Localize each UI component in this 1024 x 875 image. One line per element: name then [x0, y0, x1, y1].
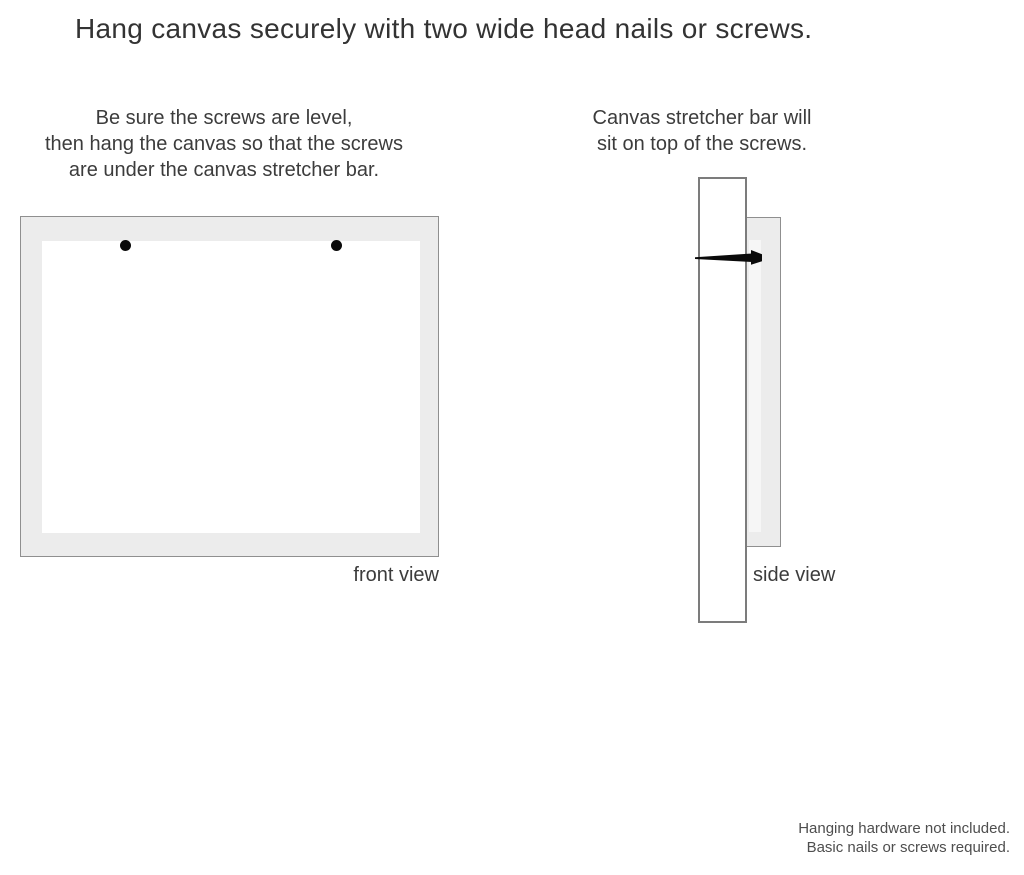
side-view-label: side view	[753, 564, 836, 586]
instruction-line: Canvas stretcher bar will	[592, 107, 812, 129]
footnote-line: Basic nails or screws required.	[806, 839, 1010, 856]
instruction-line: are under the canvas stretcher bar.	[68, 159, 380, 181]
canvas-side-edge	[749, 240, 761, 532]
side-view-instructions: Canvas stretcher bar will sit on top of …	[558, 105, 846, 157]
front-view-canvas-graphic	[20, 216, 439, 557]
instruction-line: Be sure the screws are level,	[95, 107, 353, 129]
canvas-inner-face	[42, 241, 420, 533]
side-view-canvas-graphic	[745, 217, 781, 547]
footnote-line: Hanging hardware not included.	[798, 820, 1010, 837]
instruction-line: then hang the canvas so that the screws	[45, 133, 403, 155]
instruction-line: sit on top of the screws.	[596, 133, 808, 155]
hardware-footnote: Hanging hardware not included. Basic nai…	[798, 819, 1010, 857]
front-view-label: front view	[353, 564, 439, 586]
nail-icon	[695, 250, 762, 265]
screw-dot-left	[120, 240, 131, 251]
stretcher-bar-graphic	[698, 177, 747, 623]
front-view-instructions: Be sure the screws are level, then hang …	[14, 105, 434, 183]
page-title: Hang canvas securely with two wide head …	[75, 13, 813, 44]
screw-dot-right	[331, 240, 342, 251]
